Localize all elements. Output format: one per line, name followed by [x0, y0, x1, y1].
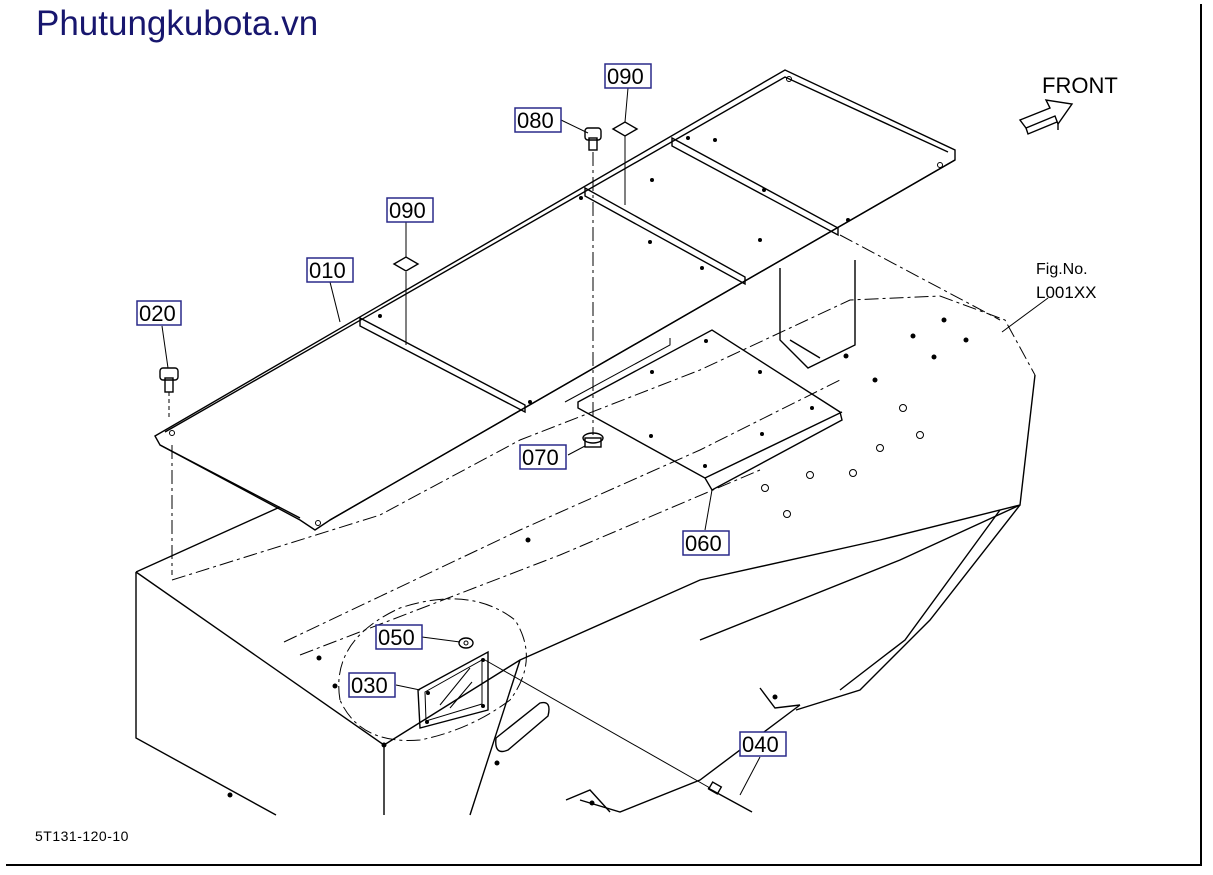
svg-text:060: 060: [685, 531, 722, 556]
site-title[interactable]: Phutungkubota.vn: [36, 4, 319, 43]
diagram-frame: [6, 4, 1202, 866]
bolt-020: [159, 367, 179, 575]
svg-text:030: 030: [351, 673, 388, 698]
svg-text:070: 070: [522, 445, 559, 470]
cover-plate-010: [154, 69, 956, 531]
callout-070[interactable]: 070: [519, 444, 567, 470]
front-label: FRONT: [1042, 73, 1118, 98]
svg-text:080: 080: [517, 108, 554, 133]
callout-060[interactable]: 060: [682, 530, 730, 556]
dipstick-040: [484, 659, 753, 813]
callout-050[interactable]: 050: [375, 624, 423, 650]
cover-plate-060: [564, 329, 843, 491]
callout-010[interactable]: 010: [306, 257, 354, 283]
front-arrow-icon: [1018, 99, 1074, 135]
rubber-090-a: [392, 256, 420, 345]
svg-text:090: 090: [389, 198, 426, 223]
svg-text:040: 040: [742, 732, 779, 757]
callout-030[interactable]: 030: [348, 672, 396, 698]
callout-090-a[interactable]: 090: [386, 197, 434, 223]
fig-no-label: Fig.No.: [1036, 261, 1088, 278]
svg-text:090: 090: [607, 64, 644, 89]
fig-no-value: L001XX: [1036, 283, 1097, 302]
detail-circle: [338, 598, 527, 741]
callout-020[interactable]: 020: [136, 300, 182, 326]
callout-040[interactable]: 040: [739, 731, 787, 757]
bolt-080: [584, 127, 602, 435]
rubber-090-b: [611, 121, 639, 205]
svg-text:020: 020: [139, 301, 176, 326]
leader-lines: [161, 87, 1049, 796]
nut-070: [582, 432, 604, 448]
svg-text:010: 010: [309, 258, 346, 283]
callout-080[interactable]: 080: [514, 107, 562, 133]
mounting-holes: [227, 317, 969, 806]
drawing-code: 5T131-120-10: [35, 828, 129, 844]
callout-090-b[interactable]: 090: [604, 63, 652, 89]
svg-text:050: 050: [378, 625, 415, 650]
housing-body: [135, 234, 1036, 816]
